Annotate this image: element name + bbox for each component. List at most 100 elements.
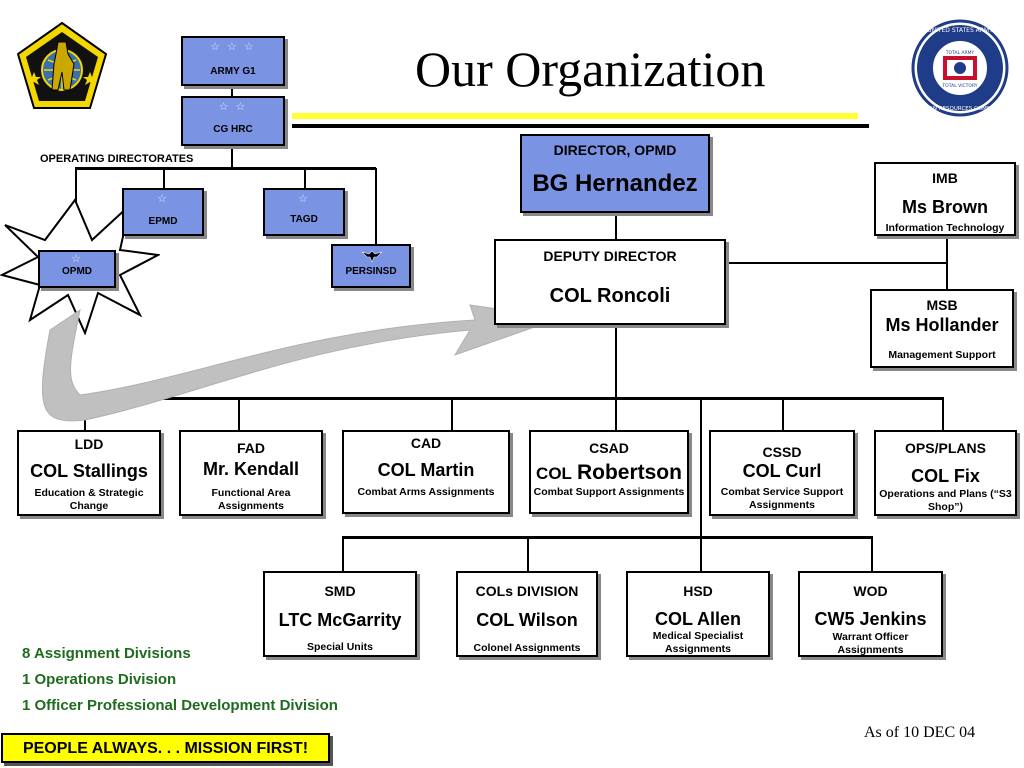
division-box-wod: WOD CW5 Jenkins Warrant Officer Assignme… — [798, 571, 943, 657]
deputy-name: COL Roncoli — [549, 285, 671, 307]
division-head: COL Wilson — [476, 610, 578, 630]
title-underline-black — [292, 124, 869, 128]
division-code: CSSD — [762, 444, 802, 460]
deputy-director-box: DEPUTY DIRECTOR COL Roncoli — [494, 239, 726, 325]
division-code: FAD — [237, 440, 265, 456]
svg-text:TOTAL VICTORY: TOTAL VICTORY — [941, 83, 977, 89]
note-operations-division: 1 Operations Division — [22, 671, 177, 688]
division-code: HSD — [683, 583, 713, 599]
connector — [231, 146, 233, 168]
division-head-rank: COL — [536, 464, 572, 483]
division-head: COL Martin — [377, 460, 475, 480]
division-code: CSAD — [589, 440, 629, 456]
division-desc: Combat Support Assignments — [533, 486, 685, 498]
persinsd-box: PERSINSD — [331, 244, 411, 288]
hrc-seal: UNITED STATES ARMY HUMAN RESOURCES COMMA… — [911, 19, 1009, 117]
connector — [700, 537, 702, 571]
connector — [615, 324, 617, 400]
connector — [304, 168, 306, 188]
connector — [375, 168, 377, 244]
division-code: COLs DIVISION — [475, 583, 579, 599]
division-desc: Special Units — [307, 641, 373, 653]
msb-desc: Management Support — [888, 349, 996, 361]
division-head: COL Fix — [911, 466, 980, 486]
division-head: Robertson — [576, 461, 682, 484]
connector — [342, 536, 873, 539]
connector — [700, 398, 702, 538]
motto-banner: PEOPLE ALWAYS. . . MISSION FIRST! — [1, 733, 330, 763]
division-box-fad: FAD Mr. Kendall Functional Area Assignme… — [179, 430, 323, 516]
msb-name: Ms Hollander — [885, 315, 999, 335]
division-desc: Combat Service Support Assignments — [720, 486, 844, 511]
division-desc: Medical Specialist Assignments — [652, 630, 744, 655]
connector — [451, 398, 453, 430]
division-code: WOD — [853, 583, 888, 599]
opmd-label: OPMD — [62, 266, 92, 277]
imb-box: IMB Ms Brown Information Technology — [874, 162, 1016, 236]
opmd-box: ☆ OPMD — [38, 250, 116, 288]
operating-directorates-label: OPERATING DIRECTORATES — [40, 153, 194, 165]
division-box-smd: SMD LTC McGarrity Special Units — [263, 571, 417, 657]
division-box-csad: CSAD COL Robertson Combat Support Assign… — [529, 430, 689, 514]
svg-text:UNITED STATES ARMY: UNITED STATES ARMY — [927, 27, 993, 34]
division-box-ldd: LDD COL Stallings Education & Strategic … — [17, 430, 161, 516]
division-box-cssd: CSSD COL Curl Combat Service Support Ass… — [709, 430, 855, 516]
msb-code: MSB — [926, 297, 958, 313]
connector — [942, 398, 944, 430]
division-head: COL Curl — [742, 461, 822, 481]
division-code: LDD — [74, 436, 104, 452]
division-desc: Functional Area Assignments — [211, 487, 291, 512]
connector — [615, 398, 617, 430]
epmd-label: EPMD — [148, 216, 178, 227]
connector — [238, 398, 240, 430]
connector — [726, 262, 947, 264]
rank-star-icon: ☆ — [298, 193, 310, 205]
connector — [527, 537, 529, 571]
connector — [871, 537, 873, 571]
deputy-title: DEPUTY DIRECTOR — [543, 248, 677, 264]
connector — [84, 397, 944, 400]
motto-text: PEOPLE ALWAYS. . . MISSION FIRST! — [22, 740, 309, 757]
eagle-insignia-icon — [361, 250, 383, 263]
division-desc: Combat Arms Assignments — [357, 486, 495, 498]
cg-hrc-label: CG HRC — [213, 124, 253, 135]
division-code: SMD — [324, 583, 356, 599]
cg-hrc-box: ☆ ☆ CG HRC — [181, 96, 285, 146]
division-box-hsd: HSD COL Allen Medical Specialist Assignm… — [626, 571, 770, 657]
connector — [946, 236, 948, 289]
army-g1-label: ARMY G1 — [210, 66, 256, 77]
as-of-date: As of 10 DEC 04 — [864, 724, 976, 741]
rank-stars-icon: ☆ ☆ — [218, 101, 248, 113]
division-head: CW5 Jenkins — [814, 609, 927, 629]
imb-code: IMB — [932, 170, 958, 186]
division-code: CAD — [410, 435, 442, 451]
division-desc: Warrant Officer Assignments — [832, 631, 909, 656]
army-star-emblem — [16, 21, 108, 109]
title-underline-yellow — [292, 113, 858, 119]
imb-name: Ms Brown — [901, 197, 988, 217]
epmd-box: ☆ EPMD — [122, 188, 204, 236]
division-head: Mr. Kendall — [202, 459, 300, 479]
note-assignment-divisions: 8 Assignment Divisions — [22, 645, 191, 662]
rank-star-icon: ☆ — [157, 193, 169, 205]
svg-text:TOTAL ARMY: TOTAL ARMY — [945, 50, 975, 56]
msb-box: MSB Ms Hollander Management Support — [870, 289, 1014, 368]
connector — [163, 168, 165, 188]
page-title: Our Organization — [415, 41, 766, 97]
tagd-box: ☆ TAGD — [263, 188, 345, 236]
director-title: DIRECTOR, OPMD — [553, 142, 677, 158]
division-box-ops-plans: OPS/PLANS COL Fix Operations and Plans (… — [874, 430, 1017, 516]
connector — [75, 167, 376, 170]
connector — [782, 398, 784, 430]
division-head: COL Stallings — [30, 461, 148, 481]
division-head: COL Allen — [654, 609, 741, 629]
division-desc: Education & Strategic Change — [34, 487, 144, 512]
rank-star-icon: ☆ — [71, 253, 83, 265]
connector — [342, 537, 344, 571]
division-box-cols: COLs DIVISION COL Wilson Colonel Assignm… — [456, 571, 598, 657]
division-desc: Operations and Plans (“S3 Shop”) — [879, 488, 1012, 513]
imb-desc: Information Technology — [885, 222, 1005, 234]
division-head: LTC McGarrity — [278, 610, 402, 630]
svg-text:HUMAN RESOURCES COMMAND: HUMAN RESOURCES COMMAND — [916, 106, 1004, 112]
division-box-cad: CAD COL Martin Combat Arms Assignments — [342, 430, 510, 514]
